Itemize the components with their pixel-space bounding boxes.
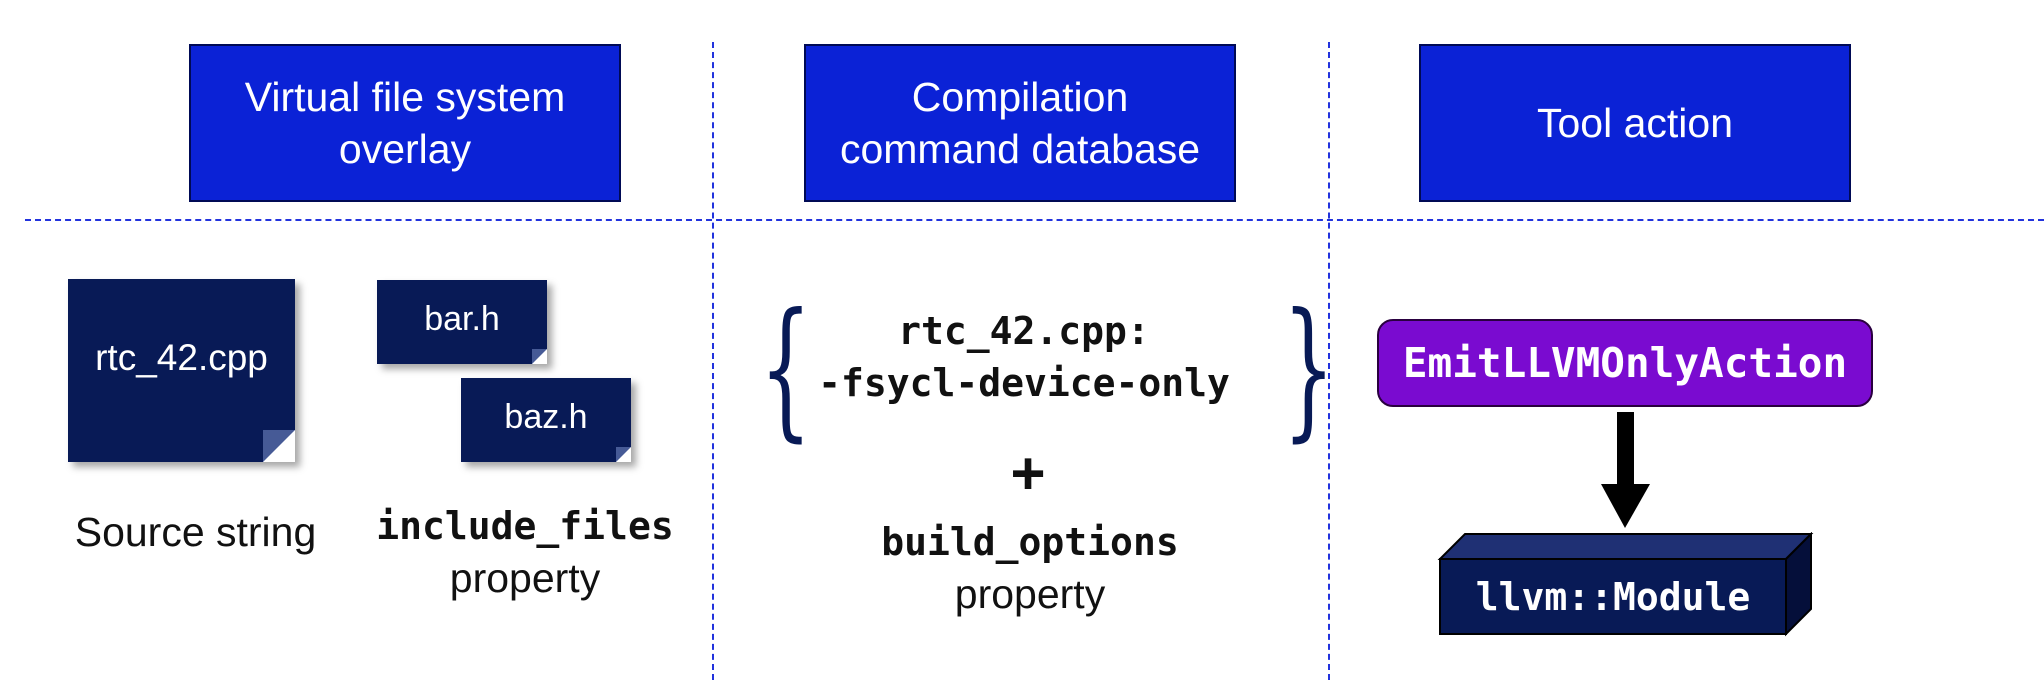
right-brace: }: [1282, 282, 1335, 456]
header-line: Tool action: [1536, 100, 1733, 146]
arrow-shaft: [1617, 412, 1634, 484]
include-files-caption: include_files property: [355, 500, 695, 604]
module-top-face: [1437, 533, 1814, 560]
page-fold: [616, 447, 631, 462]
build-options-code: build_options: [881, 520, 1179, 564]
header-line: Virtual file system: [244, 74, 566, 120]
include-file-label: baz.h: [504, 397, 588, 436]
include-file-icon-bar: bar.h: [377, 280, 547, 364]
page-fold: [263, 430, 295, 462]
arrow-head: [1601, 484, 1650, 528]
build-options-property: property: [954, 571, 1106, 617]
include-files-property: property: [449, 555, 601, 601]
column-divider-2: [1328, 42, 1330, 680]
module-front-face: [1439, 558, 1787, 635]
compile-command-flag: -fsycl-device-only: [818, 361, 1230, 405]
source-string-caption: Source string: [74, 509, 317, 555]
header-tool-action: Tool action: [1419, 44, 1851, 202]
row-divider: [25, 219, 2044, 221]
column-divider-1: [712, 42, 714, 680]
llvm-module-label: llvm::Module: [1475, 574, 1751, 619]
compile-command-file: rtc_42.cpp:: [898, 309, 1150, 353]
left-brace: {: [759, 282, 812, 456]
source-file-label: rtc_42.cpp: [95, 336, 268, 378]
source-file-icon: rtc_42.cpp: [68, 279, 295, 462]
include-files-code: include_files: [376, 504, 674, 548]
include-file-icon-baz: baz.h: [461, 378, 631, 462]
flow-arrow: [1601, 412, 1650, 528]
header-vfs-overlay: Virtual file system overlay: [189, 44, 621, 202]
llvm-module-box: [1437, 532, 1814, 637]
emit-llvm-action-box: EmitLLVMOnlyAction: [1377, 319, 1873, 407]
plus-sign: +: [1010, 440, 1046, 507]
header-line: Compilation: [911, 74, 1129, 120]
include-file-label: bar.h: [424, 299, 500, 338]
header-line: overlay: [338, 126, 472, 172]
header-compilation-db: Compilation command database: [804, 44, 1236, 202]
header-line: command database: [839, 126, 1201, 172]
page-fold: [532, 349, 547, 364]
compile-command-entry: rtc_42.cpp: -fsycl-device-only: [760, 305, 1288, 409]
build-options-caption: build_options property: [830, 516, 1230, 620]
emit-llvm-action-label: EmitLLVMOnlyAction: [1402, 339, 1848, 387]
